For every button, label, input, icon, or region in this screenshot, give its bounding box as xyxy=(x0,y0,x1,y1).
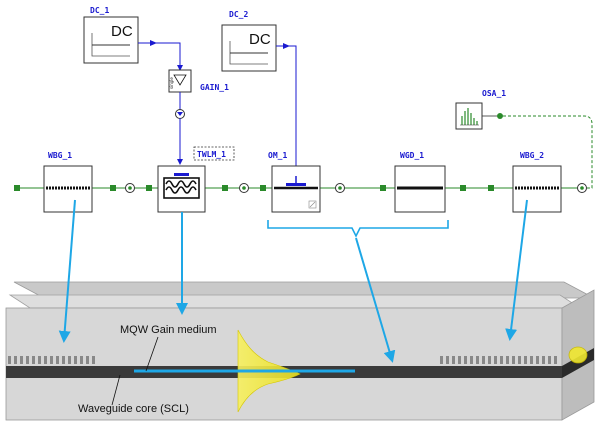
osa1-spectrum-analyzer[interactable]: OSA_1 xyxy=(455,89,506,130)
twlm1-laser-model[interactable]: TWLM_1 xyxy=(157,146,235,213)
optical-ports xyxy=(14,185,494,191)
dc1-label: DC_1 xyxy=(90,6,109,15)
om-wgd-brace xyxy=(267,220,449,238)
dc1-text: DC xyxy=(111,23,133,40)
dc2-label: DC_2 xyxy=(229,10,248,19)
om1-optical-modulator[interactable]: OM_1 xyxy=(268,151,321,213)
wbg1-label: WBG_1 xyxy=(48,151,72,160)
wbg2-grating[interactable]: WBG_2 xyxy=(512,151,562,213)
osa-monitor-path xyxy=(503,115,593,189)
dc1-source[interactable]: DC_1 DC xyxy=(83,6,139,64)
gain1-label: GAIN_1 xyxy=(200,83,229,92)
output-facet-mode xyxy=(568,346,588,364)
gain1-icon-text: single xyxy=(169,77,174,89)
circular-ports xyxy=(125,183,587,193)
waveguide-3d-block: MQW Gain medium Waveguide core (SCL) xyxy=(5,281,595,421)
mqw-gain-medium-label: MQW Gain medium xyxy=(120,324,217,336)
dc2-source[interactable]: DC_2 DC xyxy=(221,10,277,72)
wgd1-waveguide[interactable]: WGD_1 xyxy=(394,151,446,213)
wgd1-label: WGD_1 xyxy=(400,151,424,160)
right-bragg-grating xyxy=(440,356,557,364)
waveguide-core-label: Waveguide core (SCL) xyxy=(78,403,189,415)
twlm1-label: TWLM_1 xyxy=(197,150,226,159)
wbg2-label: WBG_2 xyxy=(520,151,544,160)
left-bragg-grating xyxy=(8,356,95,364)
wbg1-grating[interactable]: WBG_1 xyxy=(43,151,93,213)
om1-label: OM_1 xyxy=(268,151,287,160)
mapping-arrows xyxy=(58,199,528,363)
dc2-wire xyxy=(276,45,299,183)
dc2-text: DC xyxy=(249,31,271,48)
dc1-wire xyxy=(138,42,183,71)
osa1-label: OSA_1 xyxy=(482,89,506,98)
gain1-amplifier[interactable]: single GAIN_1 xyxy=(168,69,229,93)
